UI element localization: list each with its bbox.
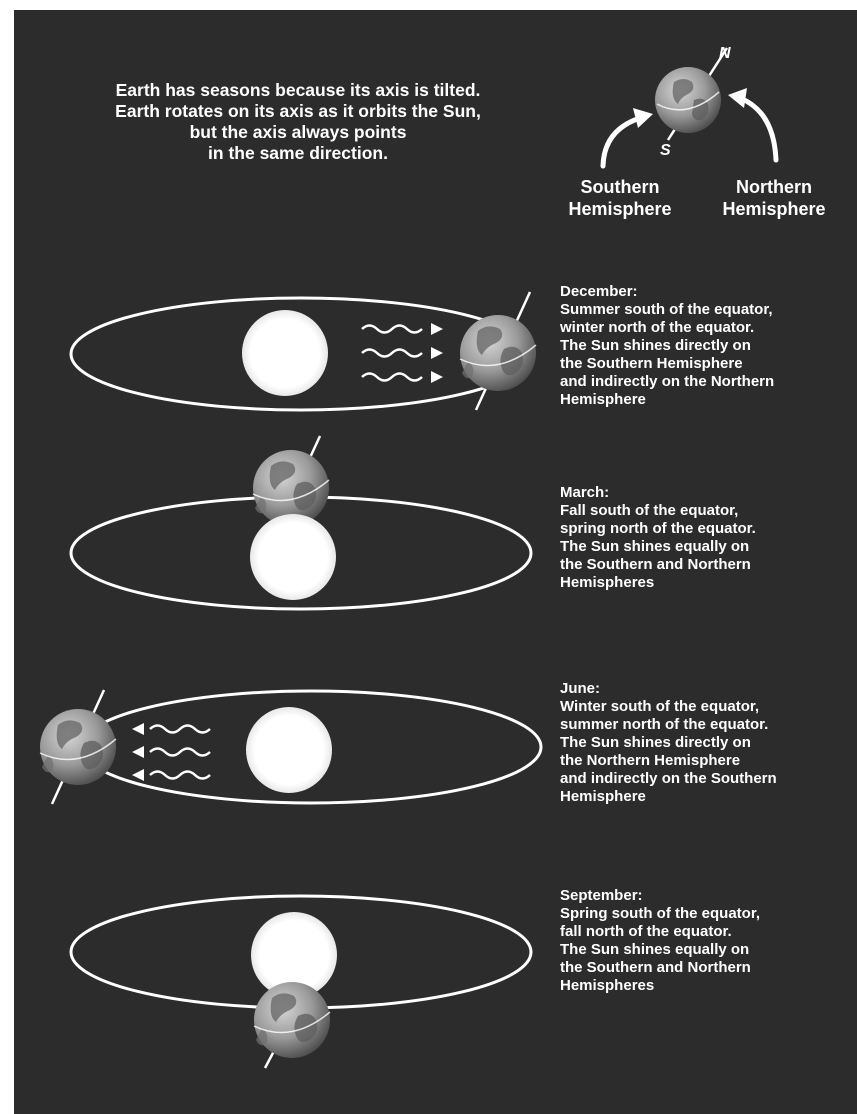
season-line: the Southern and Northern (560, 959, 852, 977)
earth-icon (40, 709, 116, 785)
season-line: The Sun shines equally on (560, 941, 852, 959)
orbit-september (71, 896, 531, 1068)
season-line: the Southern Hemisphere (560, 355, 852, 373)
season-line: the Northern Hemisphere (560, 752, 852, 770)
season-line: fall north of the equator. (560, 923, 852, 941)
intro-line: Earth has seasons because its axis is ti… (52, 80, 544, 101)
legend-globe: N S (603, 45, 776, 166)
sunlight-wave-icon (362, 350, 422, 357)
season-month: December: (560, 283, 852, 301)
season-line: the Southern and Northern (560, 556, 852, 574)
wave-arrowhead-icon (431, 347, 443, 359)
season-line: Hemisphere (560, 788, 852, 806)
sun-icon (246, 707, 332, 793)
sunlight-wave-icon (150, 726, 210, 733)
northern-hemisphere-label: Northern Hemisphere (699, 176, 849, 220)
season-line: Summer south of the equator, (560, 301, 852, 319)
season-line: summer north of the equator. (560, 716, 852, 734)
season-line: Spring south of the equator, (560, 905, 852, 923)
southern-arrowhead-icon (633, 108, 653, 128)
sunlight-wave-icon (150, 772, 210, 779)
southern-hemisphere-label: Southern Hemisphere (545, 176, 695, 220)
orbit-march (71, 436, 531, 609)
season-description-june: June: Winter south of the equator, summe… (560, 680, 852, 806)
northern-arrow-icon (740, 98, 776, 160)
season-line: The Sun shines equally on (560, 538, 852, 556)
intro-text: Earth has seasons because its axis is ti… (52, 80, 544, 164)
sun-icon (250, 514, 336, 600)
label-line: Hemisphere (545, 198, 695, 220)
label-line: Northern (699, 176, 849, 198)
season-line: Hemispheres (560, 574, 852, 592)
intro-line: in the same direction. (52, 143, 544, 164)
north-letter: N (719, 45, 731, 62)
season-line: The Sun shines directly on (560, 337, 852, 355)
season-line: Hemispheres (560, 977, 852, 995)
season-month: March: (560, 484, 852, 502)
season-line: winter north of the equator. (560, 319, 852, 337)
label-line: Hemisphere (699, 198, 849, 220)
sunlight-wave-icon (362, 326, 422, 333)
earth-icon (460, 315, 536, 391)
season-description-september: September: Spring south of the equator, … (560, 887, 852, 995)
label-line: Southern (545, 176, 695, 198)
earth-icon (254, 982, 330, 1058)
sun-icon (242, 310, 328, 396)
season-line: Fall south of the equator, (560, 502, 852, 520)
wave-arrowhead-icon (431, 371, 443, 383)
season-line: spring north of the equator. (560, 520, 852, 538)
season-month: June: (560, 680, 852, 698)
wave-arrowhead-icon (431, 323, 443, 335)
season-line: and indirectly on the Northern (560, 373, 852, 391)
orbit-june (40, 690, 541, 804)
legend-earth-icon (655, 67, 721, 133)
sunlight-wave-icon (362, 374, 422, 381)
season-description-march: March: Fall south of the equator, spring… (560, 484, 852, 592)
intro-line: but the axis always points (52, 122, 544, 143)
south-letter: S (660, 142, 671, 159)
season-line: Hemisphere (560, 391, 852, 409)
orbit-december (71, 292, 536, 410)
wave-arrowhead-icon (132, 746, 144, 758)
season-line: Winter south of the equator, (560, 698, 852, 716)
sunlight-wave-icon (150, 749, 210, 756)
southern-arrow-icon (603, 118, 640, 166)
season-line: The Sun shines directly on (560, 734, 852, 752)
wave-arrowhead-icon (132, 769, 144, 781)
northern-arrowhead-icon (728, 88, 747, 108)
season-line: and indirectly on the Southern (560, 770, 852, 788)
season-description-december: December: Summer south of the equator, w… (560, 283, 852, 409)
season-month: September: (560, 887, 852, 905)
wave-arrowhead-icon (132, 723, 144, 735)
intro-line: Earth rotates on its axis as it orbits t… (52, 101, 544, 122)
